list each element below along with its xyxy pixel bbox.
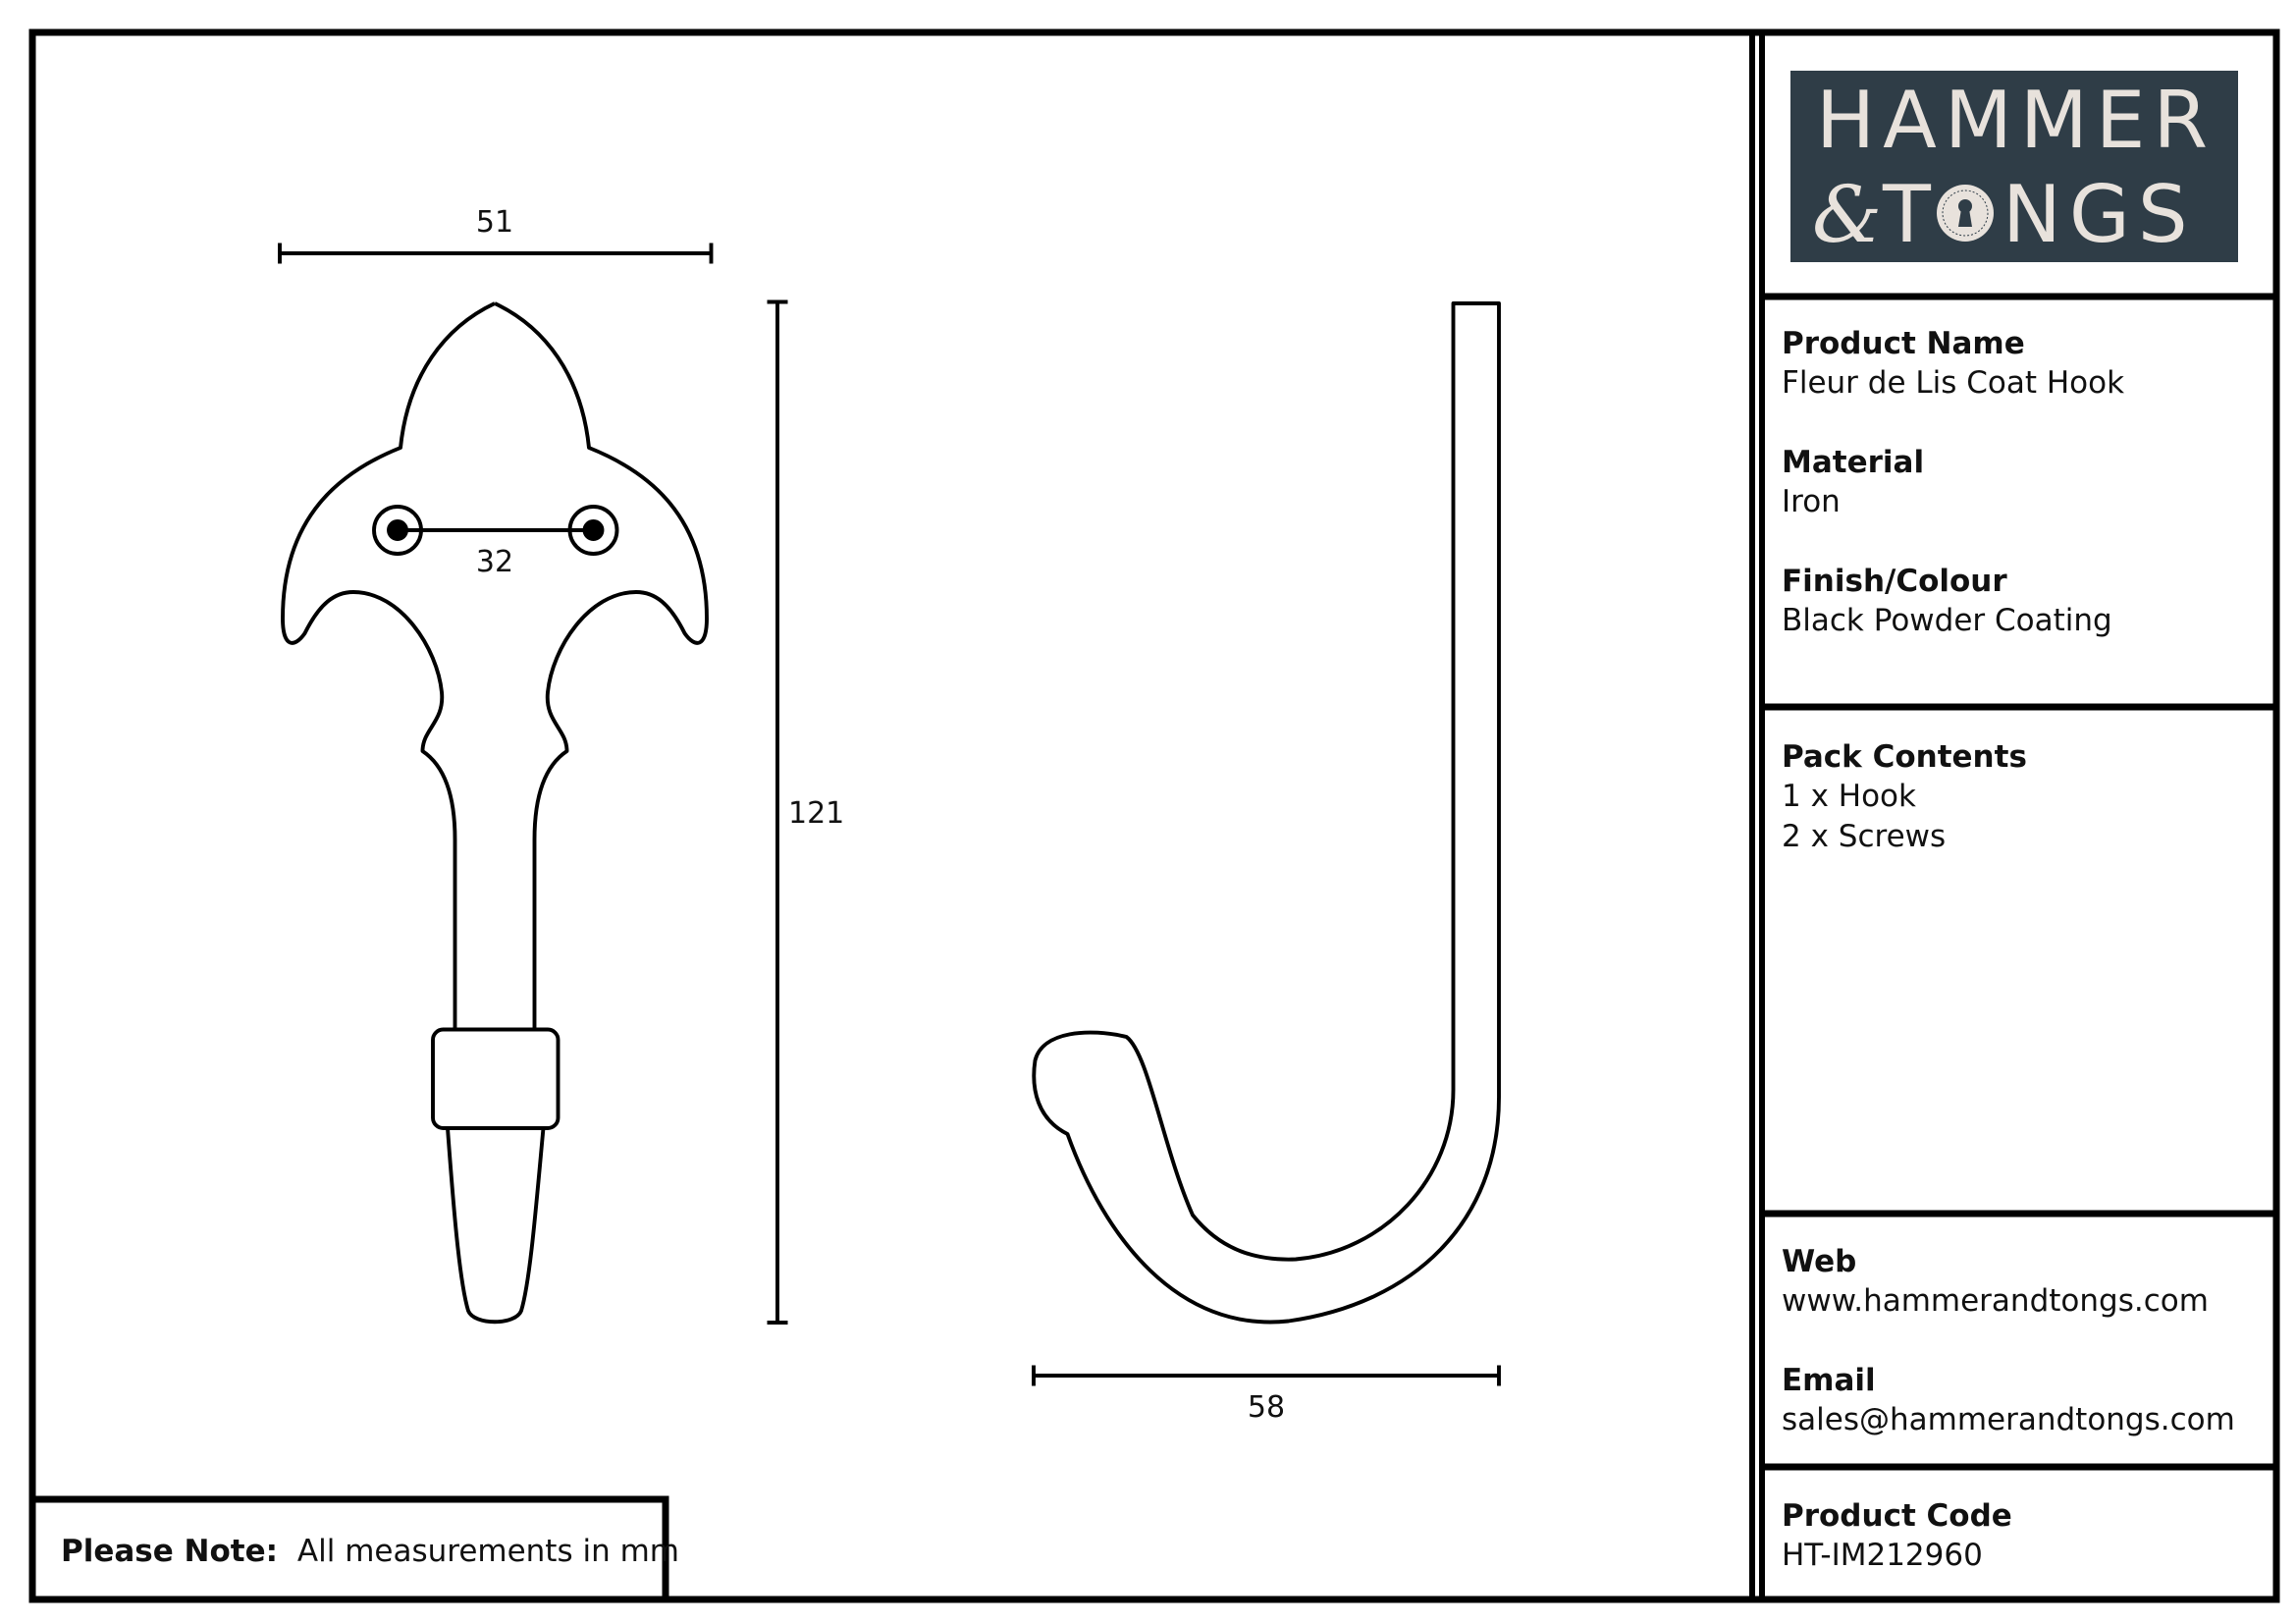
pack-item: 1 x Hook xyxy=(1782,779,1916,814)
product-code-label: Product Code xyxy=(1782,1498,2012,1534)
finish-label: Finish/Colour xyxy=(1782,564,2007,599)
logo-ampersand: & xyxy=(1812,169,1890,260)
note-body: All measurements in mm xyxy=(297,1534,679,1569)
logo-line1: HAMMER xyxy=(1816,75,2216,166)
pack-item: 2 x Screws xyxy=(1782,819,1946,854)
finish-value: Black Powder Coating xyxy=(1782,603,2112,638)
note-text: Please Note: All measurements in mm xyxy=(61,1534,679,1569)
hammer-and-tongs-logo: HAMMER & T NGS xyxy=(1790,71,2238,262)
product-name-value: Fleur de Lis Coat Hook xyxy=(1782,365,2124,401)
logo-t: T xyxy=(1882,169,1939,260)
material-value: Iron xyxy=(1782,484,1841,519)
logo-background xyxy=(1790,71,2238,262)
note-box xyxy=(28,1495,669,1603)
side-view-drawing xyxy=(1032,301,1501,1325)
keyhole-icon xyxy=(1937,185,1994,242)
front-view-drawing xyxy=(281,301,709,1325)
web-link[interactable]: www.hammerandtongs.com xyxy=(1782,1283,2209,1319)
note-label: Please Note: xyxy=(61,1534,278,1569)
product-code-value: HT-IM212960 xyxy=(1782,1538,1983,1573)
depth-label: 58 xyxy=(1248,1390,1285,1425)
dimension-depth xyxy=(1032,1365,1501,1386)
hole-spacing-label: 32 xyxy=(476,545,513,579)
dimension-height xyxy=(767,299,788,1325)
dimension-width xyxy=(278,243,714,264)
material-label: Material xyxy=(1782,445,1924,480)
pack-contents-label: Pack Contents xyxy=(1782,739,2027,775)
web-label: Web xyxy=(1782,1244,1856,1279)
outer-border xyxy=(28,28,2280,1603)
product-name-label: Product Name xyxy=(1782,326,2025,361)
height-label: 121 xyxy=(788,796,844,831)
width-label: 51 xyxy=(476,205,513,240)
email-link[interactable]: sales@hammerandtongs.com xyxy=(1782,1402,2235,1437)
email-label: Email xyxy=(1782,1363,1876,1398)
logo-rest: NGS xyxy=(2002,169,2196,260)
